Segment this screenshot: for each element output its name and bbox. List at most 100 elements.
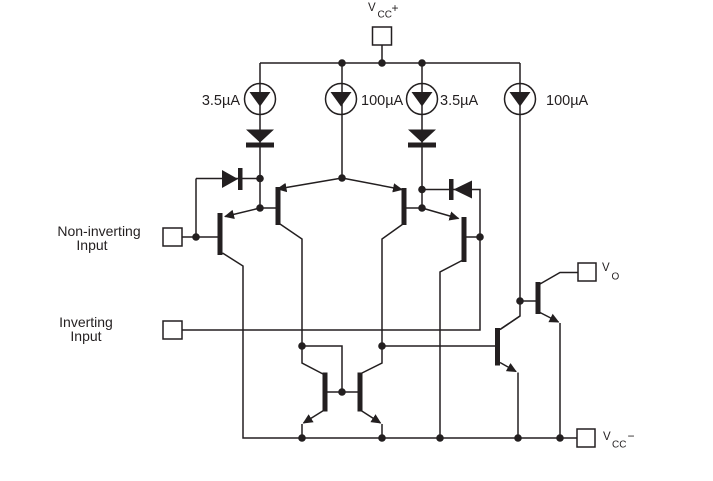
junction-dot xyxy=(298,434,306,442)
inverting-label-line1: Inverting xyxy=(59,314,113,330)
vcc-minus-superscript: − xyxy=(628,429,635,443)
current-source-circle xyxy=(503,82,537,116)
output-subscript: O xyxy=(612,272,620,283)
vcc-plus-label: V xyxy=(368,2,376,14)
diode-triangle-icon xyxy=(408,129,436,143)
junction-dot xyxy=(298,342,306,350)
junction-dot xyxy=(418,185,426,194)
noninverting-label-line2: Input xyxy=(76,237,107,253)
collector-wire xyxy=(279,223,324,375)
junction-dots xyxy=(192,59,564,442)
diode-below-source3 xyxy=(408,129,436,148)
transistor-base-bar xyxy=(401,188,407,225)
emitter-wire xyxy=(276,177,343,193)
current-source-3-label: 3.5µA xyxy=(440,93,479,109)
collector-wire xyxy=(539,271,578,285)
transistor-base-bar xyxy=(357,372,363,412)
junction-dot xyxy=(516,297,524,305)
current-source-circle xyxy=(405,82,439,116)
vcc-plus-superscript: + xyxy=(392,1,399,15)
mirror-link-wiring xyxy=(302,345,358,393)
output-label: V xyxy=(602,262,610,274)
current-arrow-icon xyxy=(330,92,352,107)
terminal-noninverting-input: Non-inverting Input xyxy=(57,223,183,253)
mirror-diode-link-wire xyxy=(302,345,343,392)
emitter-wire xyxy=(360,409,382,424)
junction-dot xyxy=(514,434,522,442)
emitter-wire xyxy=(302,409,324,424)
junction-dot xyxy=(378,434,386,442)
current-source-2 xyxy=(324,82,358,116)
current-source-2-label: 100µA xyxy=(361,93,404,109)
current-arrow-icon xyxy=(509,92,531,107)
current-source-4-label: 100µA xyxy=(546,93,589,109)
transistor-output-npn xyxy=(520,271,578,438)
transistor-base-bar xyxy=(535,282,541,314)
junction-dot xyxy=(418,204,426,212)
junction-dot xyxy=(556,434,564,442)
current-source-1-label: 3.5µA xyxy=(202,93,241,109)
emitter-wire xyxy=(224,207,261,219)
diode-below-source1 xyxy=(246,129,274,148)
source4-branch-wire xyxy=(499,63,521,331)
junction-dot xyxy=(418,59,426,67)
inverting-label-line2: Input xyxy=(70,328,101,344)
junction-dot xyxy=(378,59,386,67)
junction-dot xyxy=(256,174,264,183)
terminal-output: V O xyxy=(577,262,620,283)
junction-dot xyxy=(338,59,346,67)
transistor-mirror-left-npn xyxy=(301,372,328,438)
inverting-input-wiring xyxy=(182,188,481,331)
transistor-base-bar xyxy=(275,187,281,225)
top-supply-rail xyxy=(260,45,520,64)
diode-cathode-bar xyxy=(246,142,274,148)
current-source-1 xyxy=(243,82,277,116)
terminal-vcc-minus: V CC − xyxy=(576,428,635,451)
collector-wire xyxy=(439,259,464,438)
junction-dot xyxy=(338,174,346,182)
terminal-vcc-plus: V CC + xyxy=(368,1,399,46)
collector-wire xyxy=(359,223,404,375)
current-source-4 xyxy=(503,82,537,116)
collector-wire xyxy=(499,315,521,331)
transistor-driver-npn xyxy=(382,315,521,438)
current-source-3 xyxy=(405,82,439,116)
vcc-minus-rail-wire xyxy=(222,252,577,439)
transistor-q4-input-pnp xyxy=(421,207,480,438)
emitter-wire xyxy=(499,361,517,373)
terminal-inverting-input: Inverting Input xyxy=(59,314,183,344)
bottom-supply-rail xyxy=(222,252,577,439)
vcc-minus-subscript: CC xyxy=(612,440,626,451)
terminal-box xyxy=(162,227,183,247)
terminal-box xyxy=(576,428,596,448)
transistor-base-bar xyxy=(461,217,467,262)
terminal-box xyxy=(371,26,393,46)
transistor-q3-input-pnp xyxy=(341,177,422,375)
transistor-base-bar xyxy=(322,372,328,412)
transistor-base-bar xyxy=(217,213,223,255)
emitter-wire xyxy=(341,177,403,193)
junction-dot xyxy=(436,434,444,442)
terminal-box xyxy=(577,262,597,282)
terminal-box xyxy=(162,320,183,340)
junction-dot xyxy=(192,233,200,241)
junction-dot xyxy=(338,388,346,396)
junction-dot xyxy=(476,233,484,241)
emitter-wire xyxy=(421,207,460,221)
current-arrow-icon xyxy=(249,92,271,107)
current-source-circle xyxy=(324,82,358,116)
current-source-circle xyxy=(243,82,277,116)
junction-dot xyxy=(256,204,264,212)
transistor-mirror-right-npn xyxy=(357,372,383,438)
current-arrow-icon xyxy=(411,92,433,107)
noninverting-label-line1: Non-inverting xyxy=(57,223,140,239)
inv-input-wire xyxy=(182,188,481,331)
diode-cathode-bar xyxy=(408,142,436,148)
emitter-wire xyxy=(539,311,560,323)
junction-dot xyxy=(378,342,386,350)
diode-triangle-icon xyxy=(246,129,274,143)
transistor-q1-input-pnp xyxy=(217,207,261,255)
vcc-plus-subscript: CC xyxy=(378,10,392,21)
